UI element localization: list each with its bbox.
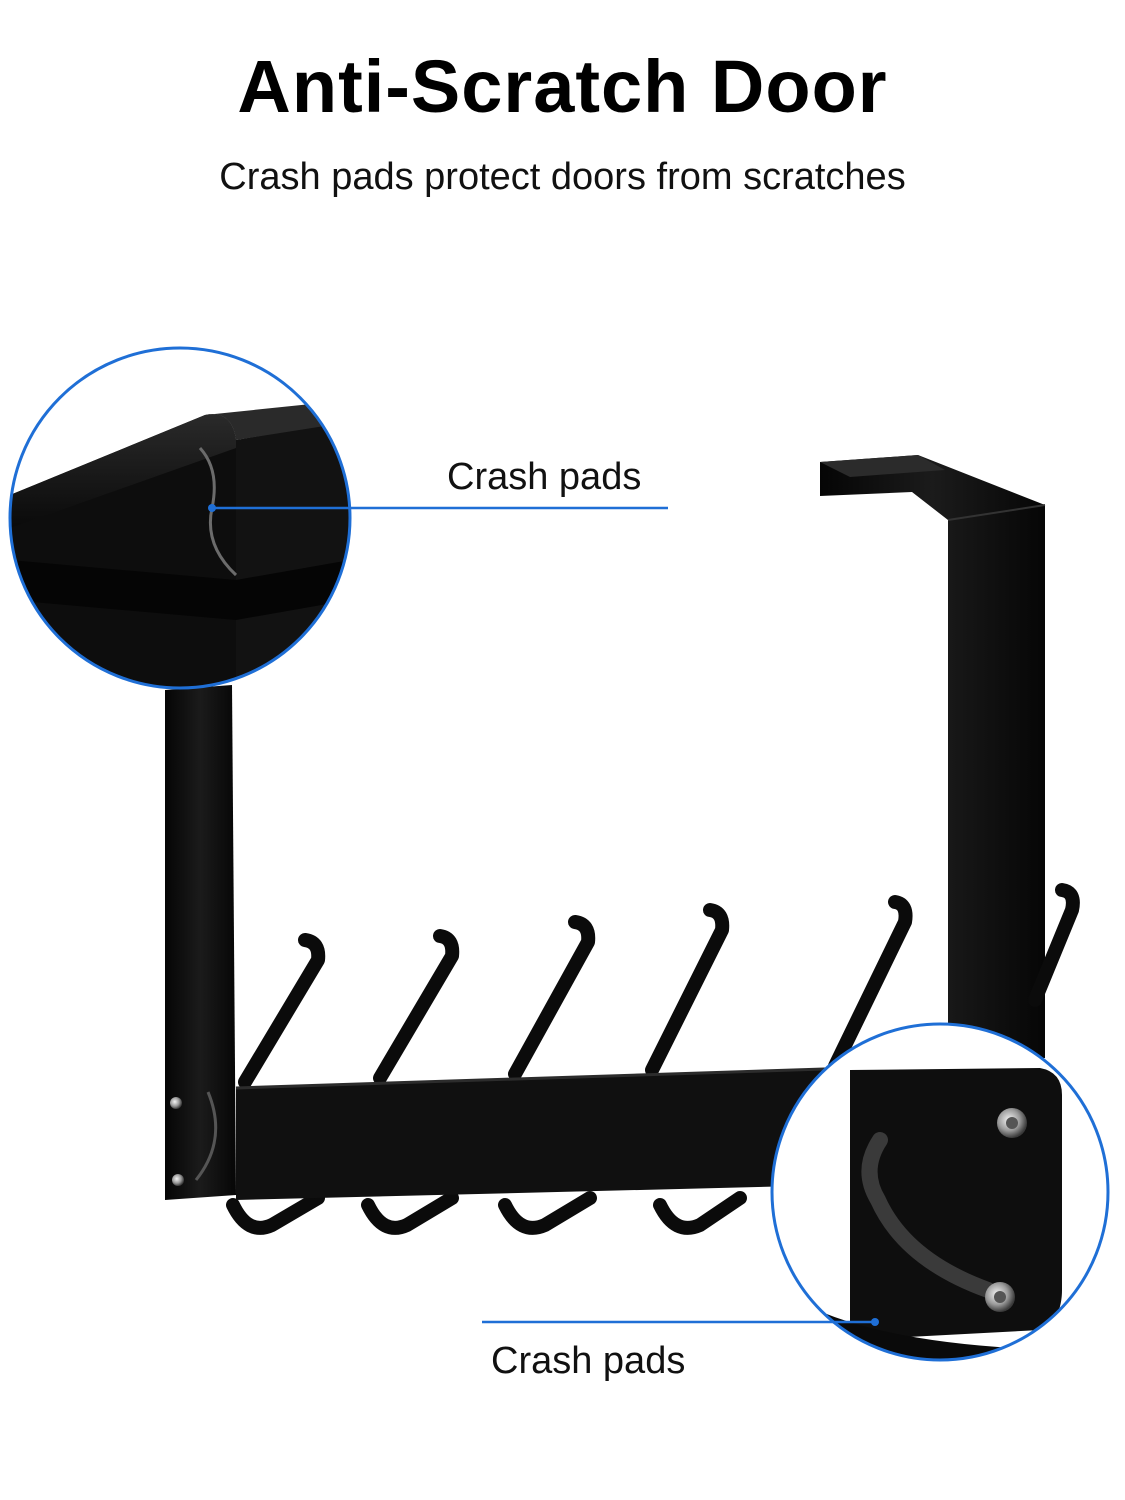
- page-subtitle: Crash pads protect doors from scratches: [219, 156, 906, 198]
- left-door-bracket: [165, 685, 236, 1200]
- hook-row: [226, 883, 1080, 1235]
- right-door-bracket: [820, 455, 1046, 1064]
- callout-label-bottom: Crash pads: [491, 1340, 686, 1382]
- zoom-circle-top: [8, 346, 668, 690]
- callout-label-top: Crash pads: [447, 456, 642, 498]
- screw-icon: [172, 1174, 184, 1186]
- page-title: Anti-Scratch Door: [237, 45, 888, 128]
- screw-icon: [170, 1097, 182, 1109]
